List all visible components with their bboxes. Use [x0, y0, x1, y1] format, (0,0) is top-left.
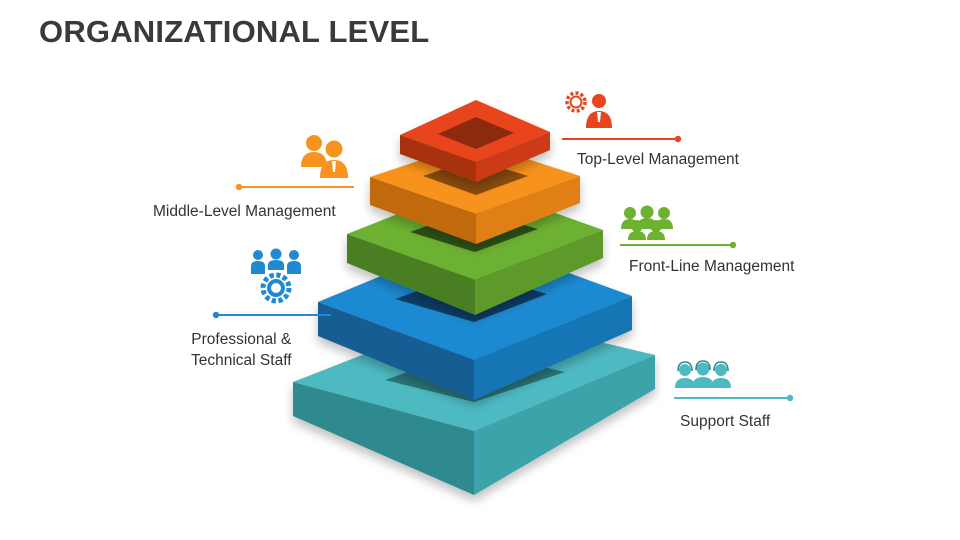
manager-with-gear-icon: [565, 91, 612, 128]
label-top-level-management: Top-Level Management: [577, 151, 739, 168]
connector-top-level: [562, 135, 682, 143]
connector-professional: [212, 311, 331, 319]
connector-front-line: [620, 241, 737, 249]
team-with-gear-icon: [251, 248, 301, 304]
business-pair-icon: [301, 135, 348, 178]
team-group-icon: [621, 205, 673, 240]
connector-middle-level: [235, 183, 354, 191]
slide-title: ORGANIZATIONAL LEVEL: [39, 14, 430, 49]
connector-support: [674, 394, 794, 402]
label-line-1: Professional &: [191, 331, 292, 348]
pyramid-layer-top-level-management: [400, 100, 550, 182]
label-middle-level-management: Middle-Level Management: [153, 203, 336, 220]
label-front-line-management: Front-Line Management: [629, 258, 795, 275]
label-professional-technical-staff: Professional & Technical Staff: [191, 329, 292, 371]
label-line-2: Technical Staff: [191, 352, 292, 369]
label-support-staff: Support Staff: [680, 413, 771, 430]
headset-agents-icon: [675, 360, 731, 388]
